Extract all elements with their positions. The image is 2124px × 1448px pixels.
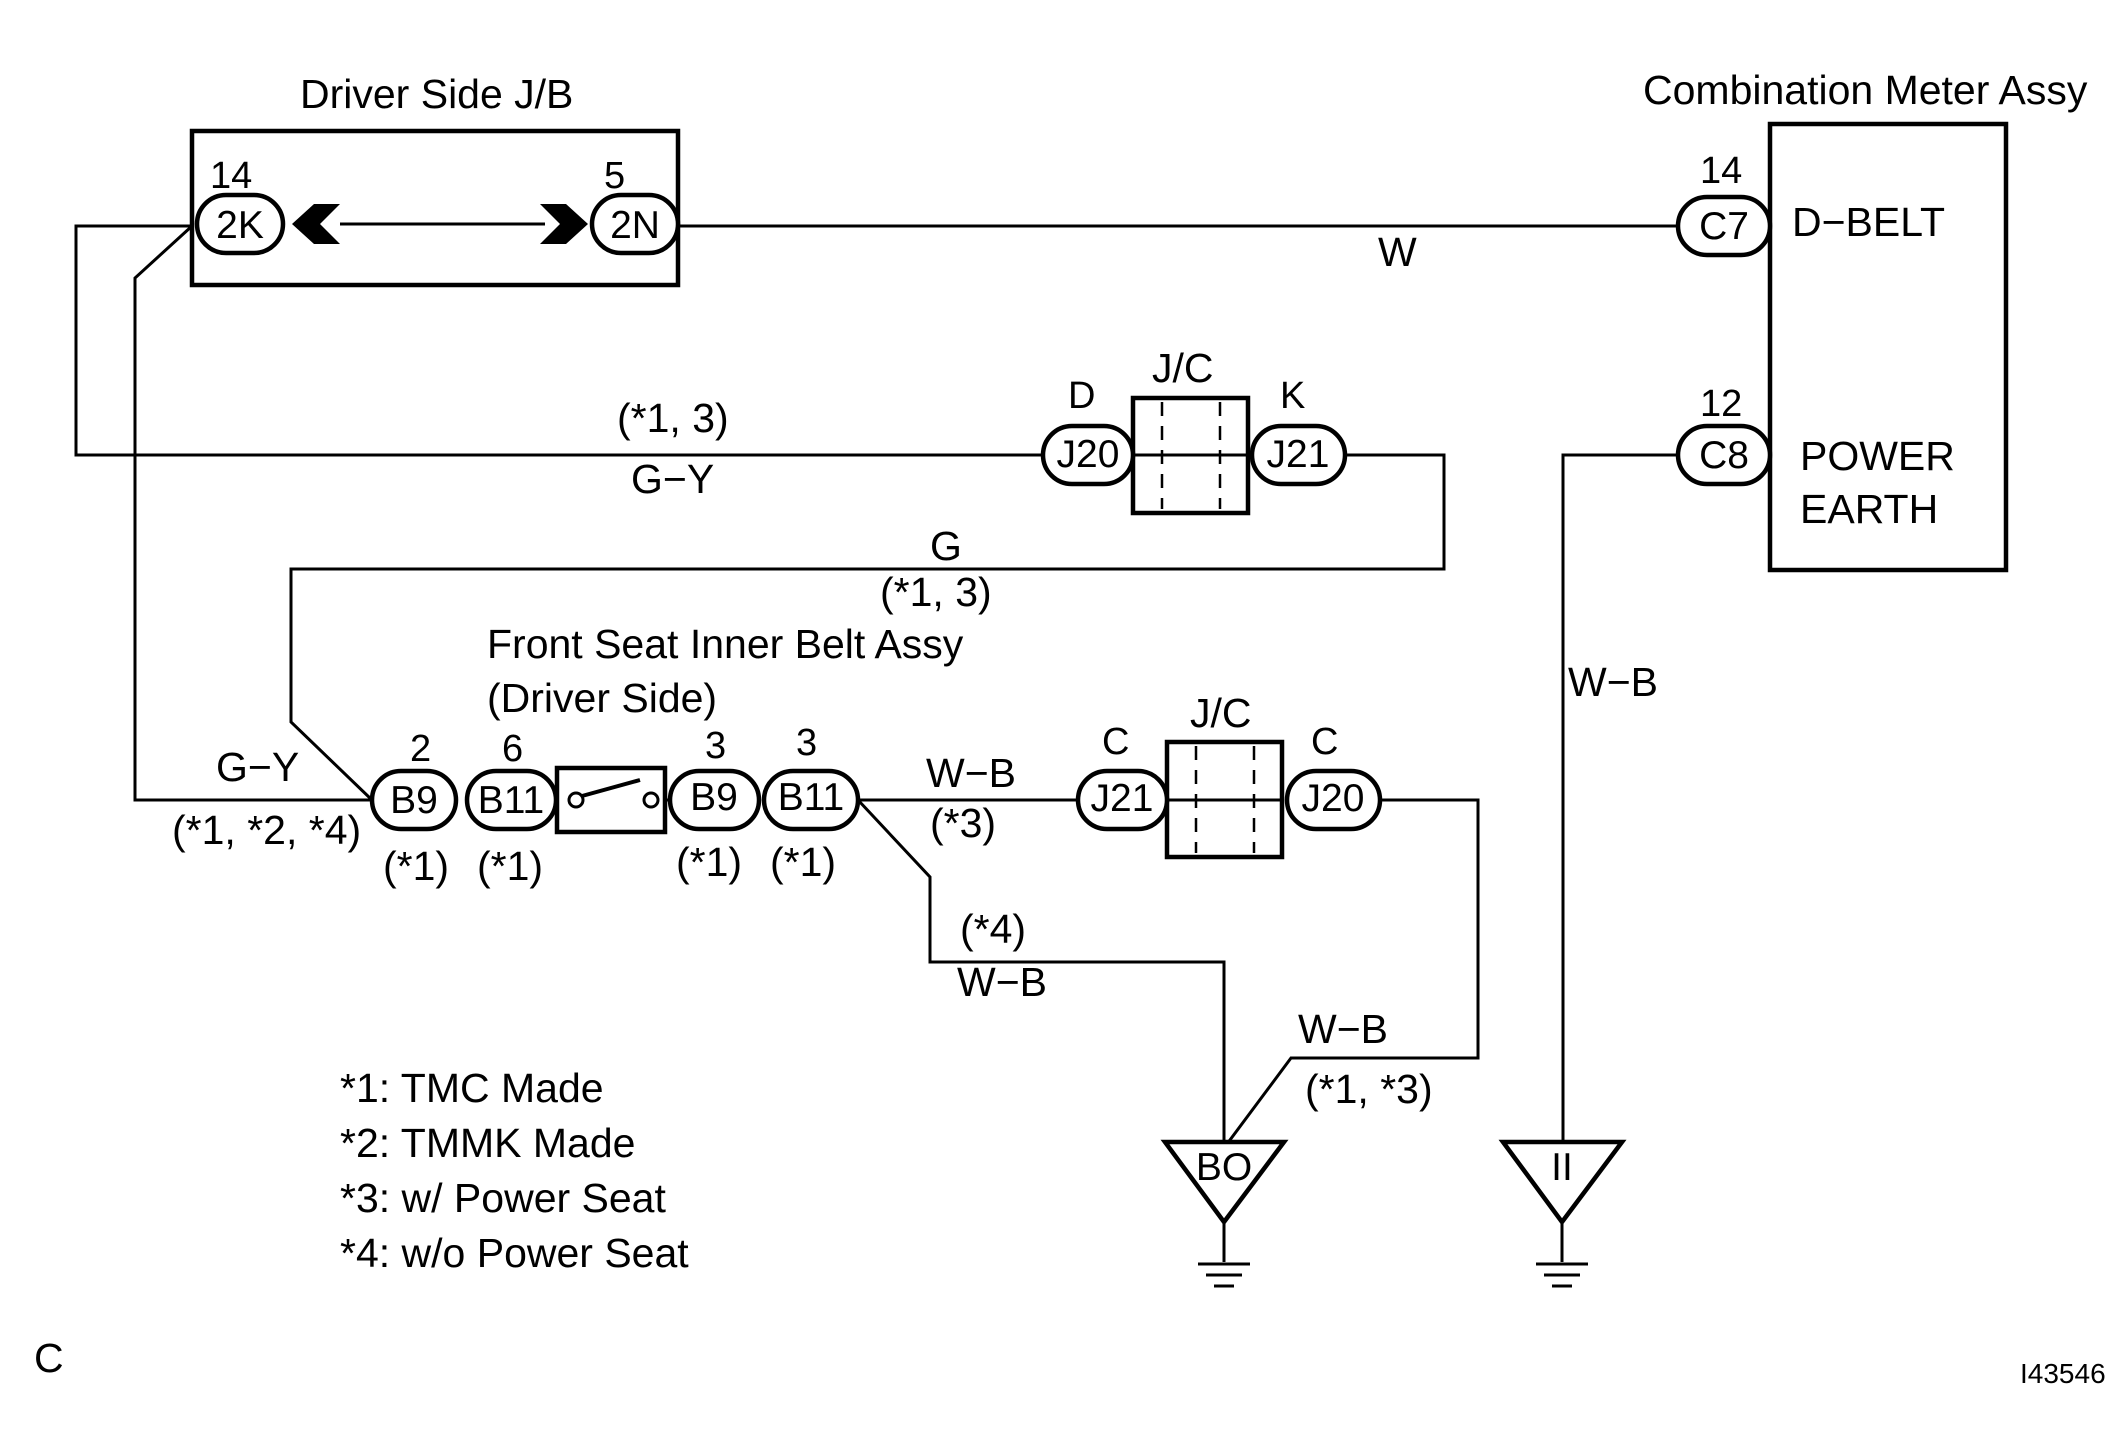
gy-left-color: G−Y (216, 744, 299, 790)
connector-b9-right-label: B9 (690, 776, 738, 819)
connector-b9-left-label: B9 (390, 779, 438, 822)
belt-switch-box (554, 765, 668, 835)
connector-b11-right-label: B11 (778, 776, 845, 819)
note-2: *2: TMMK Made (340, 1120, 635, 1166)
connector-c7 (1675, 194, 1773, 258)
ground-ii: II (1498, 1139, 1627, 1288)
connector-b9-left-cond: (*1) (383, 843, 449, 889)
ground-bo-triangle (1160, 1139, 1289, 1226)
connector-c7-label: C7 (1699, 205, 1749, 248)
connector-2k-label: 2K (216, 204, 264, 247)
wb-meter-color: W−B (1568, 659, 1658, 705)
connector-b11-right-cond: (*1) (770, 839, 836, 885)
jc-top-pin-k: K (1280, 375, 1305, 417)
connector-j21-top (1249, 423, 1348, 487)
connector-b9-right-cond: (*1) (676, 839, 742, 885)
jc-top: J/C D J20 K J21 (1040, 345, 1348, 516)
note-4: *4: w/o Power Seat (340, 1230, 689, 1276)
terminal-power: POWER (1800, 433, 1955, 479)
wire-wb-meter (1561, 453, 1687, 1150)
note-3: *3: w/ Power Seat (340, 1175, 666, 1221)
wires (74, 224, 1687, 1152)
driver-jb-box (189, 128, 681, 288)
ground-bo: BO (1160, 1139, 1289, 1288)
meter-title: Combination Meter Assy (1643, 67, 2088, 113)
front-seat-inner-belt: Front Seat Inner Belt Assy (Driver Side)… (369, 621, 964, 889)
ground-symbol-icon (1536, 1262, 1588, 1288)
connector-b9-left (369, 768, 459, 832)
wb-mid-color: W−B (926, 750, 1016, 796)
corner-letter: C (34, 1335, 64, 1381)
connector-b9-right (667, 768, 762, 832)
g-wire-cond: (*1, 3) (880, 569, 992, 615)
combination-meter: Combination Meter Assy 14 C7 D−BELT 12 C… (1643, 67, 2088, 573)
connector-2k (194, 192, 286, 256)
wire-gy-top (74, 224, 1043, 457)
connector-b11-left-label: B11 (478, 779, 545, 822)
wire-w-label: W (1378, 229, 1417, 275)
ground-ii-label: II (1551, 1146, 1573, 1189)
wb-lower-color: W−B (957, 959, 1047, 1005)
driver-jb-title: Driver Side J/B (300, 71, 573, 117)
driver-side-jb: Driver Side J/B 14 2K 5 2N (189, 71, 681, 288)
connector-j20-top-label: J20 (1057, 433, 1120, 476)
jb-pin-left: 14 (210, 155, 252, 197)
g-wire-color: G (930, 523, 962, 569)
figure-code: I43546 (2020, 1358, 2106, 1389)
terminal-d-belt: D−BELT (1792, 199, 1945, 245)
wire-gy-left (133, 224, 372, 802)
connector-c8 (1675, 423, 1773, 487)
jb-pin-right: 5 (604, 155, 625, 197)
jc-bottom-title: J/C (1190, 690, 1252, 736)
ground-ii-triangle (1498, 1139, 1627, 1226)
belt-pin-3a: 3 (705, 725, 726, 767)
jc-bottom: J/C C J21 C J20 (1075, 690, 1383, 860)
connector-2n-label: 2N (610, 204, 660, 247)
jc-bottom-pin-left: C (1102, 721, 1129, 763)
belt-title-line2: (Driver Side) (487, 675, 717, 721)
note-1: *1: TMC Made (340, 1065, 604, 1111)
wb-right-color: W−B (1298, 1006, 1388, 1052)
meter-box (1767, 121, 2009, 573)
switch-contact-left (567, 791, 585, 809)
belt-title-line1: Front Seat Inner Belt Assy (487, 621, 964, 667)
wb-lower-cond: (*4) (960, 906, 1026, 952)
wire-wb-lower (856, 798, 1226, 1152)
notes: *1: TMC Made *2: TMMK Made *3: w/ Power … (340, 1065, 689, 1276)
arrowhead-right-icon (540, 204, 588, 244)
connector-j20-bottom (1284, 768, 1383, 832)
meter-pin-c7: 14 (1700, 150, 1742, 192)
connector-j20-top (1040, 423, 1136, 487)
connector-j21-bottom-label: J21 (1091, 777, 1154, 820)
switch-blade (581, 778, 641, 798)
switch-contact-right (642, 791, 660, 809)
meter-pin-c8: 12 (1700, 383, 1742, 425)
wb-mid-cond: (*3) (930, 800, 996, 846)
jc-top-title: J/C (1152, 345, 1214, 391)
belt-pin-3b: 3 (796, 722, 817, 764)
belt-pin-2: 2 (410, 728, 431, 770)
arrowhead-left-icon (292, 204, 340, 244)
connector-b11-right (761, 768, 861, 832)
belt-pin-6: 6 (502, 728, 523, 770)
terminal-earth: EARTH (1800, 486, 1938, 532)
gy-left-cond: (*1, *2, *4) (172, 807, 361, 853)
jc-top-pin-d: D (1068, 375, 1095, 417)
connector-j20-bottom-label: J20 (1302, 777, 1365, 820)
gy-top-cond: (*1, 3) (617, 395, 729, 441)
connector-j21-top-label: J21 (1267, 433, 1330, 476)
connector-b11-left-cond: (*1) (477, 843, 543, 889)
connector-2n (589, 192, 681, 256)
connector-c8-label: C8 (1699, 434, 1749, 477)
wire-wb-right (1222, 798, 1480, 1149)
gy-top-color: G−Y (631, 456, 714, 502)
wire-g (289, 453, 1446, 802)
connector-j21-bottom (1075, 768, 1170, 832)
wb-right-cond: (*1, *3) (1305, 1066, 1433, 1112)
jc-bottom-pin-right: C (1311, 721, 1338, 763)
ground-symbol-icon (1198, 1262, 1250, 1288)
ground-bo-label: BO (1196, 1146, 1252, 1189)
